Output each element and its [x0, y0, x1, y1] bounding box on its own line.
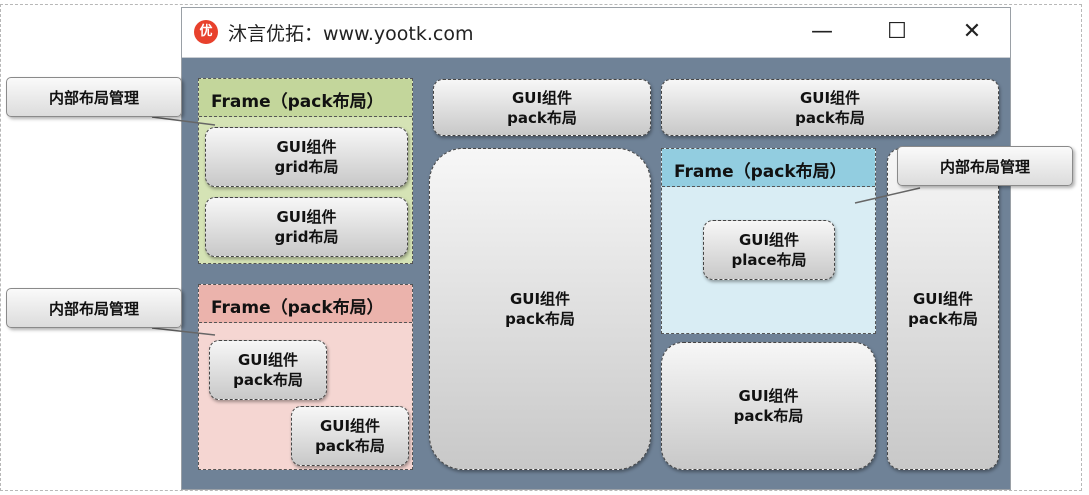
close-button[interactable]: ✕ — [962, 19, 982, 44]
gui-component-top-1[interactable]: GUI组件 pack布局 — [433, 79, 651, 136]
app-window: 优 沐言优拓：www.yootk.com — ☐ ✕ Frame（pack布局）… — [181, 7, 1011, 490]
frame-blue: Frame（pack布局） GUI组件 place布局 — [661, 148, 876, 334]
gui-label: GUI组件 — [276, 138, 337, 156]
gui-component-pack-1[interactable]: GUI组件 pack布局 — [209, 340, 327, 400]
callout-left-bottom: 内部布局管理 — [6, 288, 182, 328]
minimize-button[interactable]: — — [811, 19, 833, 44]
maximize-button[interactable]: ☐ — [887, 19, 907, 44]
gui-component-bottom[interactable]: GUI组件 pack布局 — [661, 342, 876, 470]
callout-left-top: 内部布局管理 — [6, 77, 182, 117]
page-border — [0, 4, 1082, 491]
frame-green: Frame（pack布局） GUI组件 grid布局 GUI组件 grid布局 — [198, 78, 413, 264]
gui-label: GUI组件 — [237, 351, 299, 369]
gui-layout-label: pack布局 — [908, 310, 978, 328]
gui-component-top-2[interactable]: GUI组件 pack布局 — [661, 79, 999, 136]
frame-green-header: Frame（pack布局） — [199, 79, 412, 117]
title-bar: 优 沐言优拓：www.yootk.com — ☐ ✕ — [182, 8, 1010, 58]
gui-component-pack-2[interactable]: GUI组件 pack布局 — [291, 406, 409, 466]
callout-right: 内部布局管理 — [897, 146, 1073, 186]
gui-layout-label: place布局 — [731, 251, 807, 269]
frame-pink: Frame（pack布局） GUI组件 pack布局 GUI组件 pack布局 — [198, 284, 413, 470]
callout-pointer-left-top — [151, 116, 216, 126]
gui-label: GUI组件 — [276, 208, 337, 226]
gui-label: GUI组件 — [738, 231, 800, 249]
frame-pink-header: Frame（pack布局） — [199, 285, 412, 323]
gui-layout-label: grid布局 — [274, 228, 339, 246]
gui-component-center[interactable]: GUI组件 pack布局 — [429, 148, 651, 470]
gui-layout-label: pack布局 — [233, 371, 303, 389]
gui-label: GUI组件 — [799, 88, 861, 107]
callout-pointer-left-bottom — [151, 327, 216, 336]
gui-component-right[interactable]: GUI组件 pack布局 — [887, 148, 999, 470]
frame-blue-header: Frame（pack布局） — [662, 149, 875, 187]
gui-component-place[interactable]: GUI组件 place布局 — [703, 220, 835, 280]
window-title: 沐言优拓：www.yootk.com — [228, 23, 474, 45]
callout-pointer-right — [854, 187, 921, 204]
gui-layout-label: pack布局 — [507, 108, 577, 127]
gui-layout-label: pack布局 — [733, 407, 804, 425]
gui-component-grid-1[interactable]: GUI组件 grid布局 — [205, 127, 408, 187]
gui-label: GUI组件 — [319, 417, 381, 435]
gui-component-grid-2[interactable]: GUI组件 grid布局 — [205, 197, 408, 257]
app-logo-icon: 优 — [194, 20, 218, 44]
gui-label: GUI组件 — [509, 290, 571, 308]
gui-label: GUI组件 — [738, 387, 799, 405]
gui-layout-label: pack布局 — [505, 310, 575, 328]
gui-label: GUI组件 — [511, 88, 573, 107]
gui-layout-label: pack布局 — [795, 108, 865, 127]
gui-label: GUI组件 — [912, 290, 974, 308]
gui-layout-label: grid布局 — [274, 158, 339, 176]
gui-layout-label: pack布局 — [315, 437, 385, 455]
